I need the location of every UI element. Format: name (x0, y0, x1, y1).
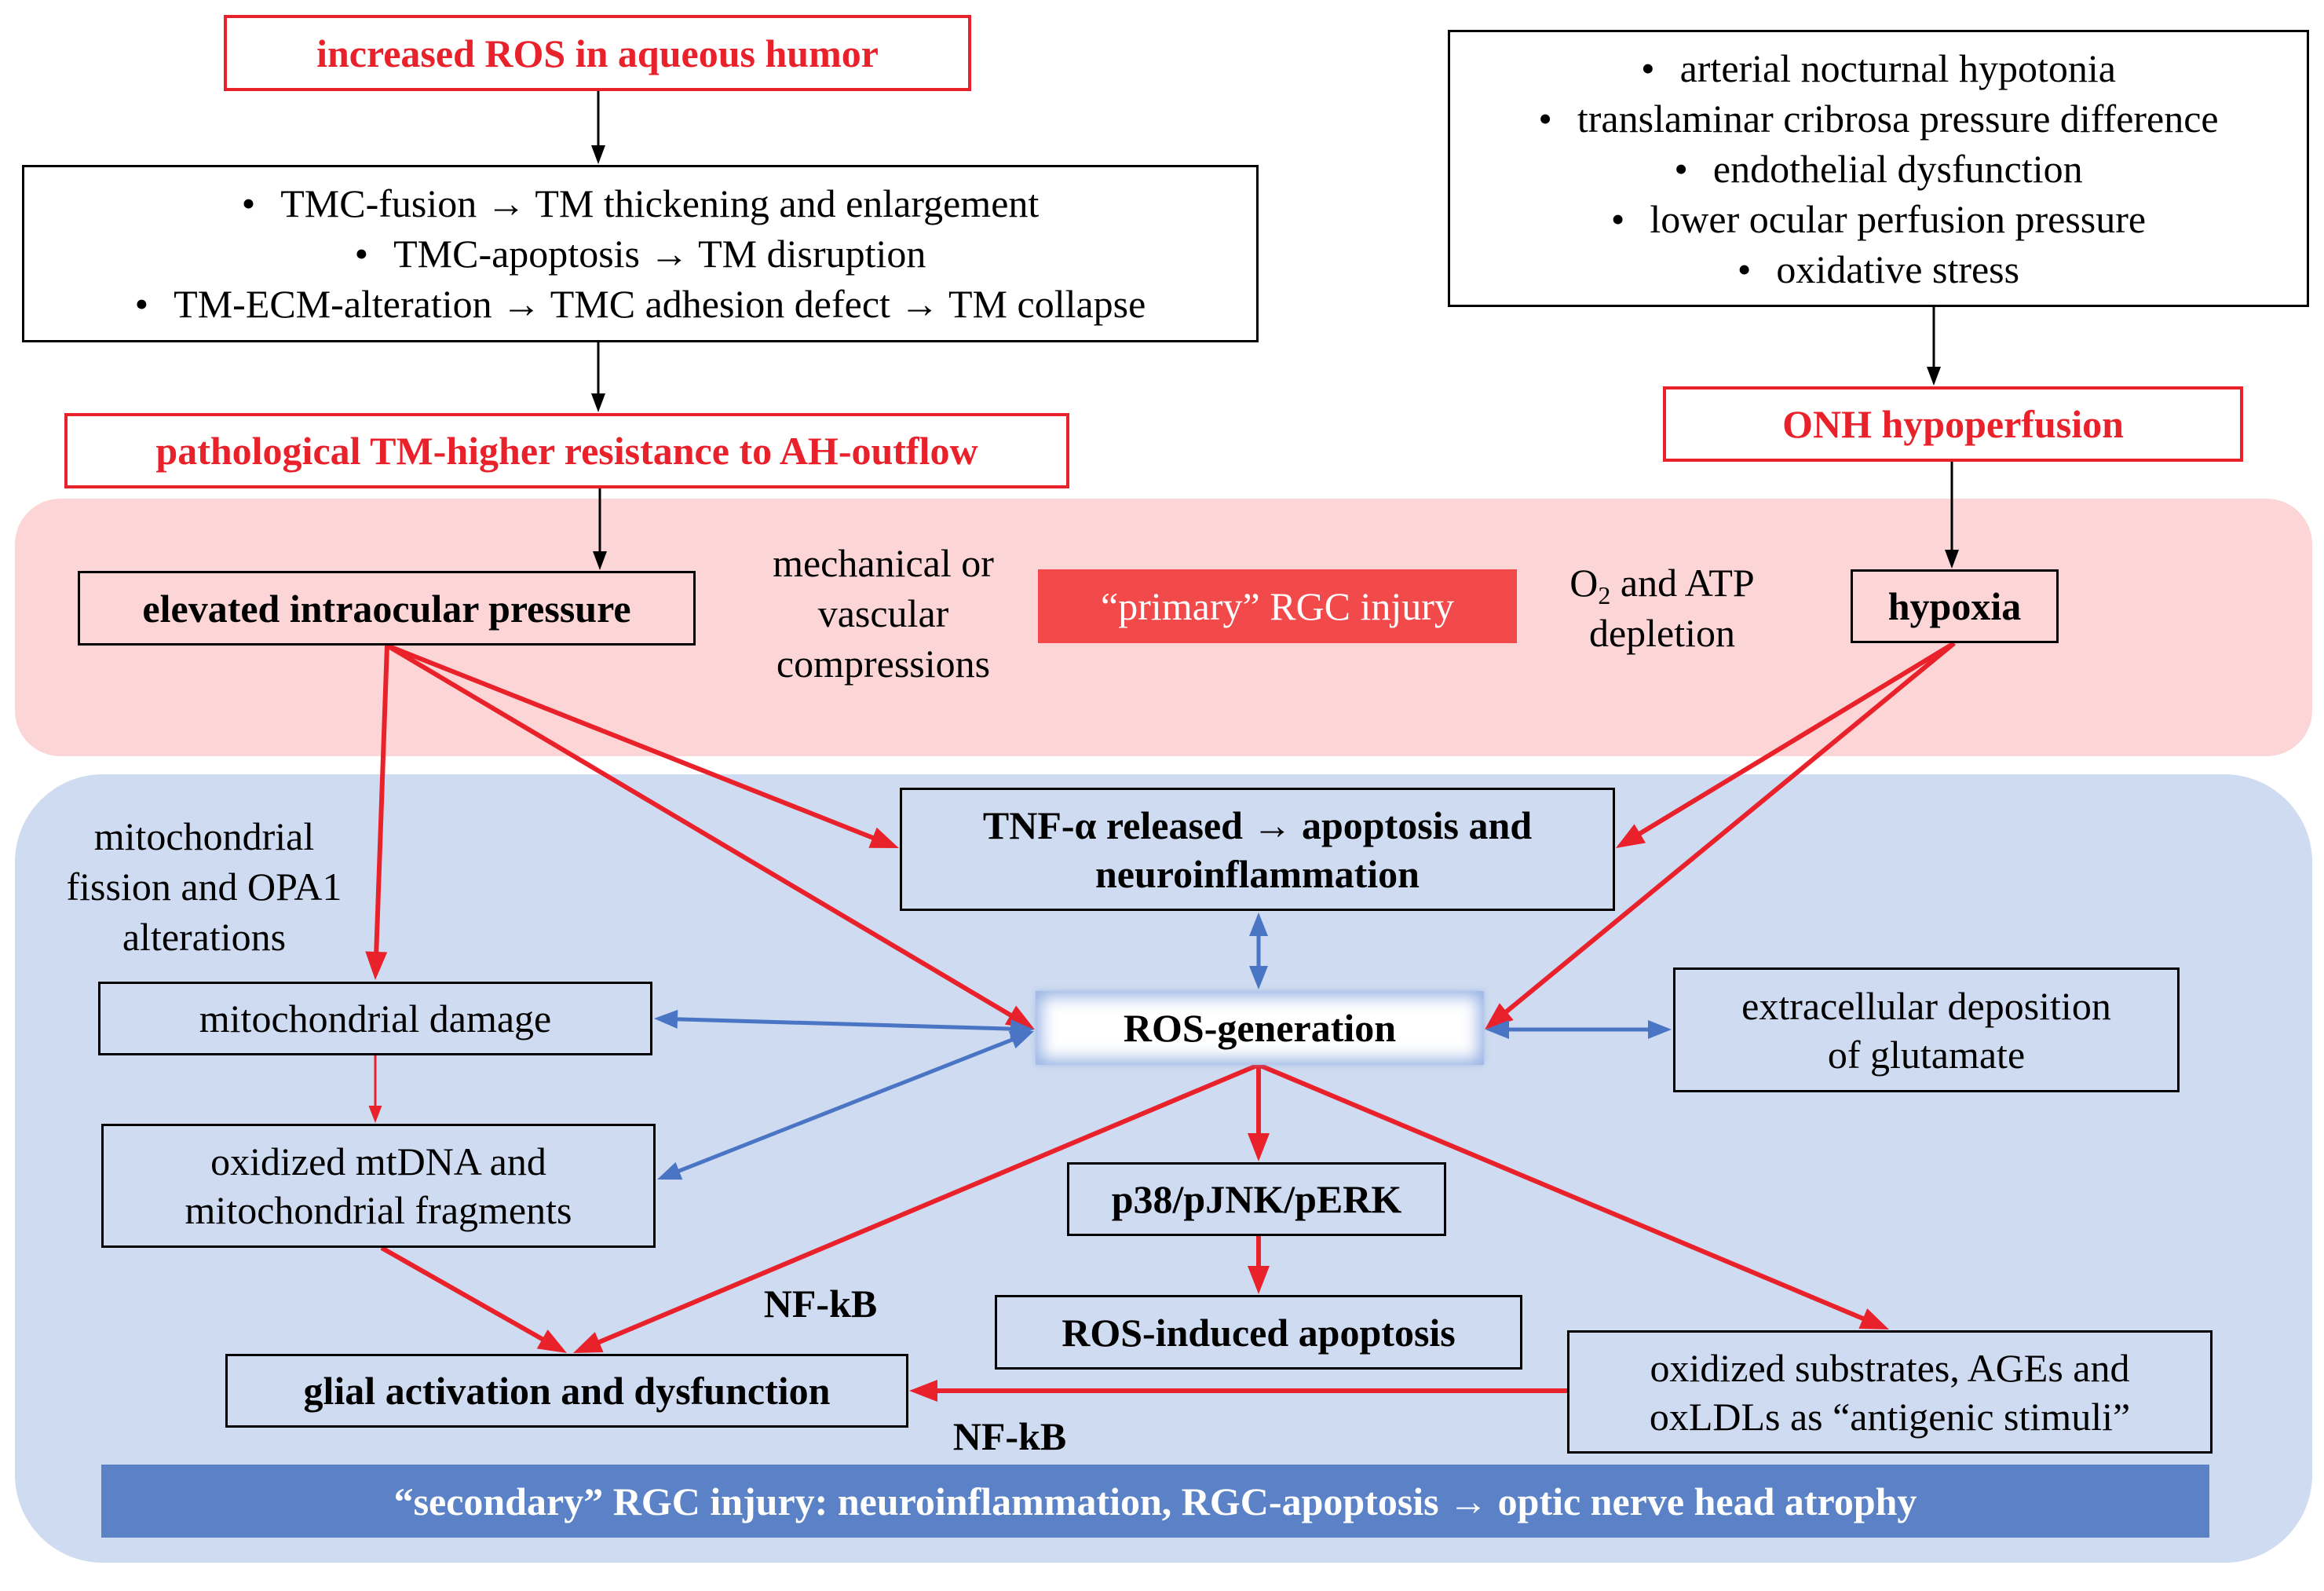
kinases-box: p38/pJNK/pERK (1067, 1162, 1446, 1236)
vascular-factor-text: endothelial dysfunction (1712, 146, 2083, 191)
vascular-factor-item: • oxidative stress (1738, 244, 2019, 294)
oxygen-symbol: O (1569, 561, 1599, 605)
antigenic-stimuli-box: oxidized substrates, AGEs and oxLDLs as … (1567, 1330, 2213, 1454)
note-line: mechanical or (773, 541, 994, 585)
nfkb-label: NF-kB (952, 1414, 1067, 1458)
tm-change-text: TM-ECM-alteration → TMC adhesion defect … (174, 282, 1146, 326)
note-line: alterations (122, 915, 287, 959)
aqueous-ros-label: increased ROS in aqueous humor (316, 31, 879, 75)
vascular-factor-text: arterial nocturnal hypotonia (1679, 46, 2116, 90)
onh-hypoperfusion-box: ONH hypoperfusion (1663, 386, 2243, 462)
tm-change-text: TMC-fusion → TM thickening and enlargeme… (280, 181, 1040, 225)
vascular-factors-box: • arterial nocturnal hypotonia • translami… (1448, 30, 2309, 307)
note-line: fission and OPA1 (66, 865, 342, 909)
note-line: compressions (776, 642, 991, 686)
box-line: neuroinflammation (1095, 851, 1420, 896)
tm-changes-box: • TMC-fusion → TM thickening and enlargem… (22, 165, 1259, 342)
atp-text: and ATP (1610, 561, 1755, 605)
secondary-rgc-injury-bar: “secondary” RGC injury: neuroinflammatio… (101, 1465, 2209, 1538)
vascular-factor-item: • lower ocular perfusion pressure (1611, 194, 2146, 244)
arrow-aqueous-to-tm-changes-head (591, 145, 605, 164)
box-line: oxidized substrates, AGEs and (1650, 1345, 2130, 1390)
bullet: • (134, 282, 149, 326)
mitochondrial-damage-box: mitochondrial damage (98, 982, 652, 1055)
glial-activation-box: glial activation and dysfunction (225, 1354, 908, 1428)
vascular-factor-item: • endothelial dysfunction (1674, 144, 2082, 194)
bullet: • (1610, 196, 1625, 241)
arrow-vascular-to-onh-head (1927, 367, 1941, 386)
box-line: extracellular deposition (1741, 983, 2111, 1028)
primary-rgc-injury-label: “primary” RGC injury (1038, 569, 1517, 643)
vascular-factor-text: oxidative stress (1776, 247, 2020, 291)
elevated-iop-box: elevated intraocular pressure (78, 571, 696, 646)
glial-activation-label: glial activation and dysfunction (303, 1369, 831, 1413)
kinases-label: p38/pJNK/pERK (1111, 1177, 1402, 1221)
onh-hypoperfusion-label: ONH hypoperfusion (1782, 402, 2124, 446)
hypoxia-box: hypoxia (1851, 569, 2059, 643)
o2-atp-depletion-note: O2 and ATP depletion (1521, 558, 1803, 658)
ros-generation-label: ROS-generation (1123, 1006, 1397, 1050)
box-line: TNF-α released → apoptosis and (982, 803, 1533, 847)
tm-change-text: TMC-apoptosis → TM disruption (393, 232, 926, 276)
outflow-resistance-label: pathological TM-higher resistance to AH-… (155, 429, 978, 473)
ros-generation-box: ROS-generation (1036, 991, 1484, 1065)
tm-change-item: • TMC-fusion → TM thickening and enlargem… (242, 178, 1040, 229)
box-line: of glutamate (1827, 1032, 2026, 1077)
box-line: oxLDLs as “antigenic stimuli” (1649, 1394, 2131, 1439)
oxygen-subscript: 2 (1598, 581, 1611, 609)
note-line: O2 and ATP (1521, 558, 1803, 608)
mitochondrial-fission-note: mitochondrial fission and OPA1 alteratio… (31, 811, 377, 962)
mechanical-compressions-note: mechanical or vascular compressions (726, 538, 1040, 689)
vascular-factor-item: • arterial nocturnal hypotonia (1641, 43, 2116, 93)
arrow-tm-changes-to-outflow (591, 342, 605, 412)
vascular-factor-text: translaminar cribrosa pressure differenc… (1577, 96, 2219, 141)
tm-change-item: • TM-ECM-alteration → TMC adhesion defect… (135, 279, 1146, 329)
vascular-factor-text: lower ocular perfusion pressure (1650, 196, 2147, 241)
note-line: vascular (817, 591, 949, 635)
glutamate-deposition-box: extracellular deposition of glutamate (1673, 967, 2180, 1092)
mitochondrial-damage-label: mitochondrial damage (199, 997, 552, 1041)
hypoxia-label: hypoxia (1887, 584, 2022, 628)
note-line: mitochondrial (93, 814, 315, 858)
bullet: • (1737, 247, 1752, 291)
tm-change-item: • TMC-apoptosis → TM disruption (355, 229, 926, 279)
box-line: mitochondrial fragments (185, 1188, 572, 1232)
primary-rgc-injury-text: “primary” RGC injury (1101, 584, 1454, 628)
ros-induced-apoptosis-box: ROS-induced apoptosis (995, 1295, 1522, 1370)
bullet: • (1674, 146, 1688, 191)
arrow-aqueous-to-tm-changes (591, 91, 605, 164)
bullet: • (354, 232, 369, 276)
nfkb-label: NF-kB (763, 1282, 878, 1326)
elevated-iop-label: elevated intraocular pressure (142, 586, 631, 631)
arrow-tm-changes-to-outflow-head (591, 393, 605, 412)
bullet: • (241, 181, 256, 225)
outflow-resistance-box: pathological TM-higher resistance to AH-… (64, 413, 1069, 488)
bullet: • (1641, 46, 1655, 90)
secondary-rgc-injury-text: “secondary” RGC injury: neuroinflammatio… (393, 1479, 1917, 1523)
vascular-factor-item: • translaminar cribrosa pressure differen… (1538, 93, 2218, 144)
aqueous-ros-box: increased ROS in aqueous humor (224, 15, 971, 91)
oxidized-mtdna-box: oxidized mtDNA and mitochondrial fragmen… (101, 1124, 656, 1248)
tnf-alpha-box: TNF-α released → apoptosis and neuroinfl… (900, 788, 1615, 911)
arrow-vascular-to-onh (1927, 307, 1941, 386)
box-line: oxidized mtDNA and (210, 1139, 546, 1183)
ros-induced-apoptosis-label: ROS-induced apoptosis (1062, 1310, 1456, 1355)
note-line: depletion (1588, 611, 1736, 655)
bullet: • (1538, 96, 1552, 141)
